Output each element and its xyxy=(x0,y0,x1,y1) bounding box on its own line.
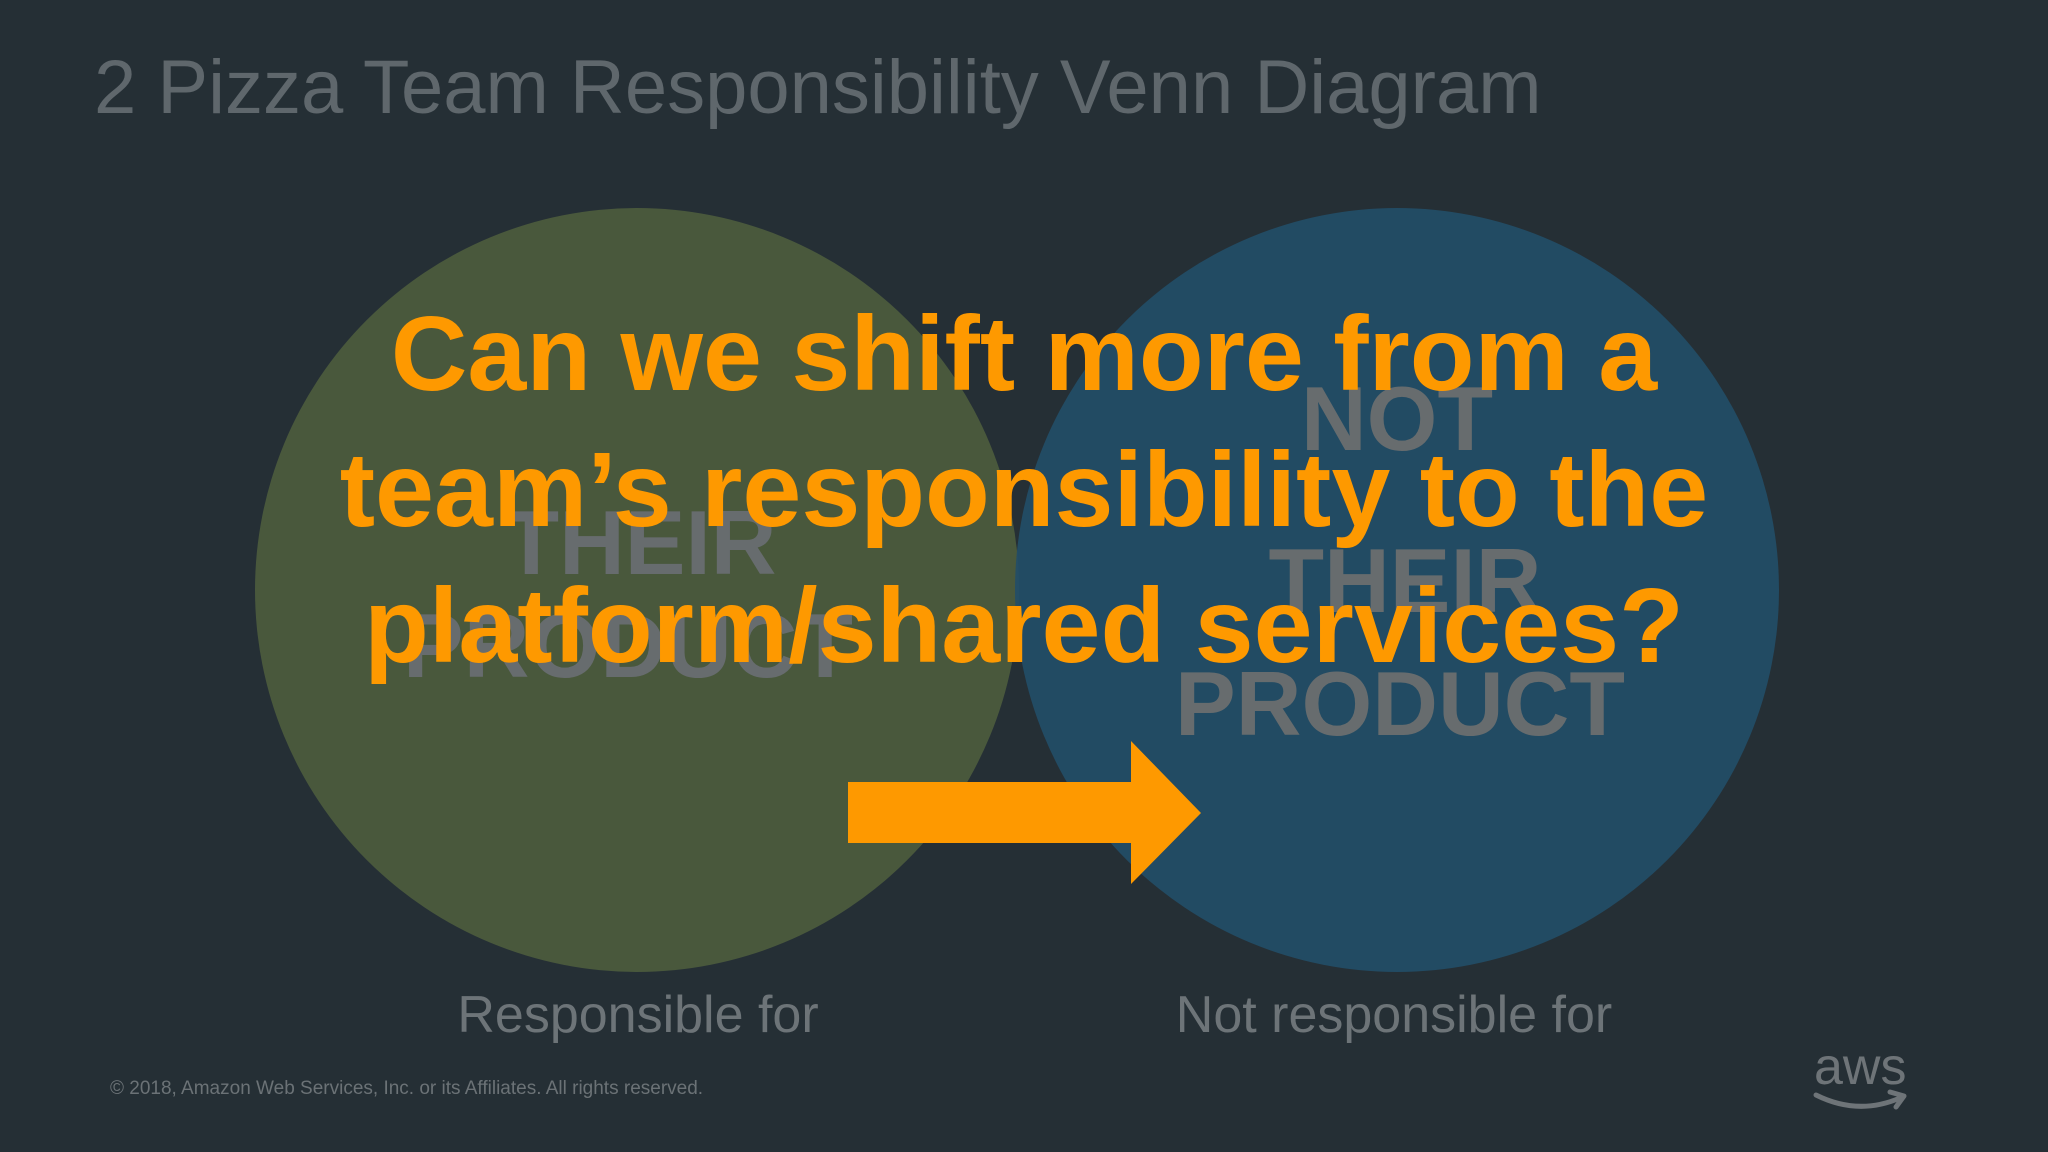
question-overlay: Can we shift more from a team’s responsi… xyxy=(124,286,1924,694)
right-circle-not-their-product xyxy=(1015,208,1779,972)
copyright-footer: © 2018, Amazon Web Services, Inc. or its… xyxy=(110,1078,704,1099)
question-line-1: Can we shift more from a xyxy=(390,295,1658,413)
left-caption: Responsible for xyxy=(457,986,819,1044)
left-circle-label-line-2: PRODUCT xyxy=(403,596,853,697)
slide-title: 2 Pizza Team Responsibility Venn Diagram xyxy=(94,45,1542,130)
aws-logo: aws xyxy=(1813,1040,1907,1110)
aws-smile-icon xyxy=(1813,1092,1903,1109)
left-circle-their-product xyxy=(255,208,1019,972)
right-circle-label-line-2: THEIR xyxy=(1269,531,1542,632)
question-line-3: platform/shared services? xyxy=(364,567,1684,685)
aws-smile-arrowhead-icon xyxy=(1887,1089,1907,1110)
right-caption: Not responsible for xyxy=(1175,986,1613,1044)
left-circle-label-line-1: THEIR xyxy=(504,493,777,594)
right-circle-label-line-1: NOT xyxy=(1301,369,1493,470)
aws-logo-text: aws xyxy=(1814,1040,1906,1096)
shift-arrow xyxy=(848,741,1201,884)
question-line-2: team’s responsibility to the xyxy=(339,431,1709,549)
right-circle-label-line-3: PRODUCT xyxy=(1175,654,1625,755)
